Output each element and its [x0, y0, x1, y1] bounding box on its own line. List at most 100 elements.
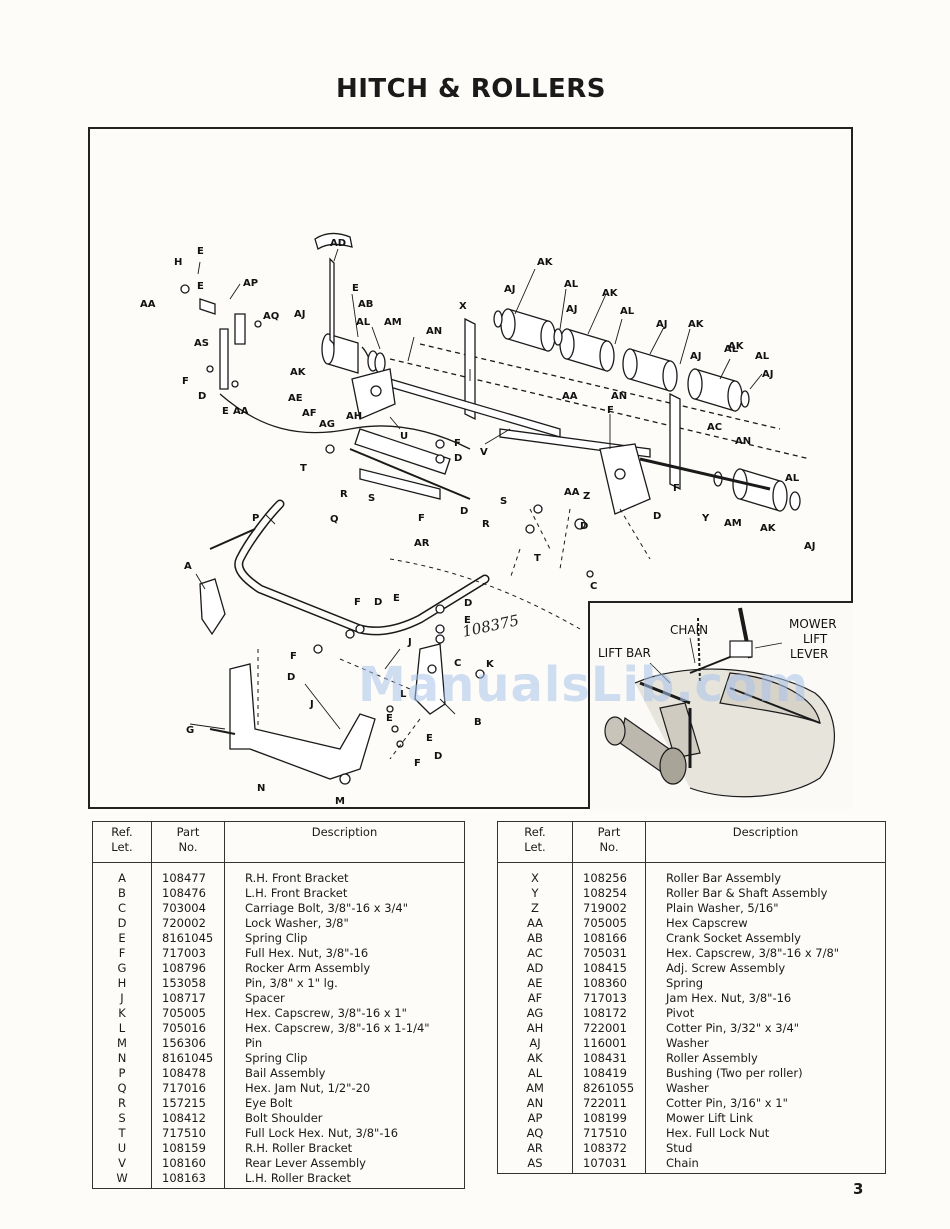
callout-label: AE: [288, 393, 303, 404]
ref-letter: D: [92, 916, 152, 931]
callout-label: P: [252, 513, 259, 524]
ref-letter: T: [92, 1126, 152, 1141]
part-number: 108163: [151, 1171, 225, 1189]
ref-letter: E: [92, 931, 152, 946]
part-number: 8261055: [572, 1081, 646, 1096]
part-description: Hex. Full Lock Nut: [645, 1126, 886, 1141]
part-description: Spring: [645, 976, 886, 991]
callout-label: F: [454, 438, 461, 449]
part-number: 107031: [572, 1156, 646, 1174]
callout-label: AN: [735, 436, 751, 447]
callout-label: AH: [346, 411, 362, 422]
part-number: 108199: [572, 1111, 646, 1126]
ref-letter: P: [92, 1066, 152, 1081]
part-number: 108415: [572, 961, 646, 976]
callout-label: AQ: [263, 311, 279, 322]
callout-label: AM: [724, 518, 742, 529]
part-number: 108478: [151, 1066, 225, 1081]
callout-label: AL: [564, 279, 579, 290]
part-number: 705005: [572, 916, 646, 931]
part-description: Spacer: [224, 991, 465, 1006]
part-description: Hex. Capscrew, 3/8"-16 x 1-1/4": [224, 1021, 465, 1036]
part-number: 719002: [572, 901, 646, 916]
callout-label: AK: [688, 319, 705, 330]
part-number: 108796: [151, 961, 225, 976]
callout-label: J: [309, 699, 314, 710]
callout-label: G: [186, 725, 194, 736]
callout-label: AA: [564, 487, 580, 498]
part-description: Rear Lever Assembly: [224, 1156, 465, 1171]
callout-label: N: [257, 783, 265, 794]
ref-letter: K: [92, 1006, 152, 1021]
ref-letter: V: [92, 1156, 152, 1171]
part-description: Eye Bolt: [224, 1096, 465, 1111]
part-description: Pin: [224, 1036, 465, 1051]
ref-letter: Z: [497, 901, 573, 916]
callout-label: AJ: [656, 319, 667, 330]
part-description: Carriage Bolt, 3/8"-16 x 3/4": [224, 901, 465, 916]
callout-label: AB: [358, 299, 373, 310]
ref-letter: AR: [497, 1141, 573, 1156]
callout-label: AJ: [762, 369, 773, 380]
part-number: 705005: [151, 1006, 225, 1021]
part-number: 717016: [151, 1081, 225, 1096]
callout-label: D: [287, 672, 295, 683]
callout-label: D: [653, 511, 661, 522]
part-description: Crank Socket Assembly: [645, 931, 886, 946]
part-number: 717510: [572, 1126, 646, 1141]
page-number: 3: [853, 1180, 864, 1198]
part-number: 722011: [572, 1096, 646, 1111]
header-ref-let: Ref. Let.: [92, 821, 152, 863]
part-number: 108419: [572, 1066, 646, 1081]
part-description: Full Lock Hex. Nut, 3/8"-16: [224, 1126, 465, 1141]
ref-letter: L: [92, 1021, 152, 1036]
part-description: Adj. Screw Assembly: [645, 961, 886, 976]
callout-label: D: [434, 751, 442, 762]
callout-label: D: [454, 453, 462, 464]
part-number: 108431: [572, 1051, 646, 1066]
callout-label: T: [534, 553, 541, 564]
header-ref-let: Ref. Let.: [497, 821, 573, 863]
callout-label: E: [426, 733, 433, 744]
callout-label: AK: [760, 523, 777, 534]
part-number: 157215: [151, 1096, 225, 1111]
part-number: 108717: [151, 991, 225, 1006]
ref-letter: R: [92, 1096, 152, 1111]
header-part-no: Part No.: [572, 821, 646, 863]
callout-label: AS: [194, 338, 209, 349]
part-description: Mower Lift Link: [645, 1111, 886, 1126]
callout-label: Z: [583, 491, 590, 502]
callout-label: AC: [707, 422, 722, 433]
callout-label: X: [459, 301, 467, 312]
inset-label-mower: MOWER: [789, 617, 837, 631]
ref-letter: AB: [497, 931, 573, 946]
callout-label: AN: [426, 326, 442, 337]
ref-letter: AF: [497, 991, 573, 1006]
callout-label: R: [482, 519, 490, 530]
callout-label: AP: [243, 278, 258, 289]
callout-label: D: [580, 521, 588, 532]
ref-letter: J: [92, 991, 152, 1006]
ref-letter: W: [92, 1171, 152, 1189]
part-description: Hex. Jam Nut, 1/2"-20: [224, 1081, 465, 1096]
callout-label: AL: [785, 473, 800, 484]
callout-label: F: [182, 376, 189, 387]
ref-letter: H: [92, 976, 152, 991]
part-description: Cotter Pin, 3/16" x 1": [645, 1096, 886, 1111]
